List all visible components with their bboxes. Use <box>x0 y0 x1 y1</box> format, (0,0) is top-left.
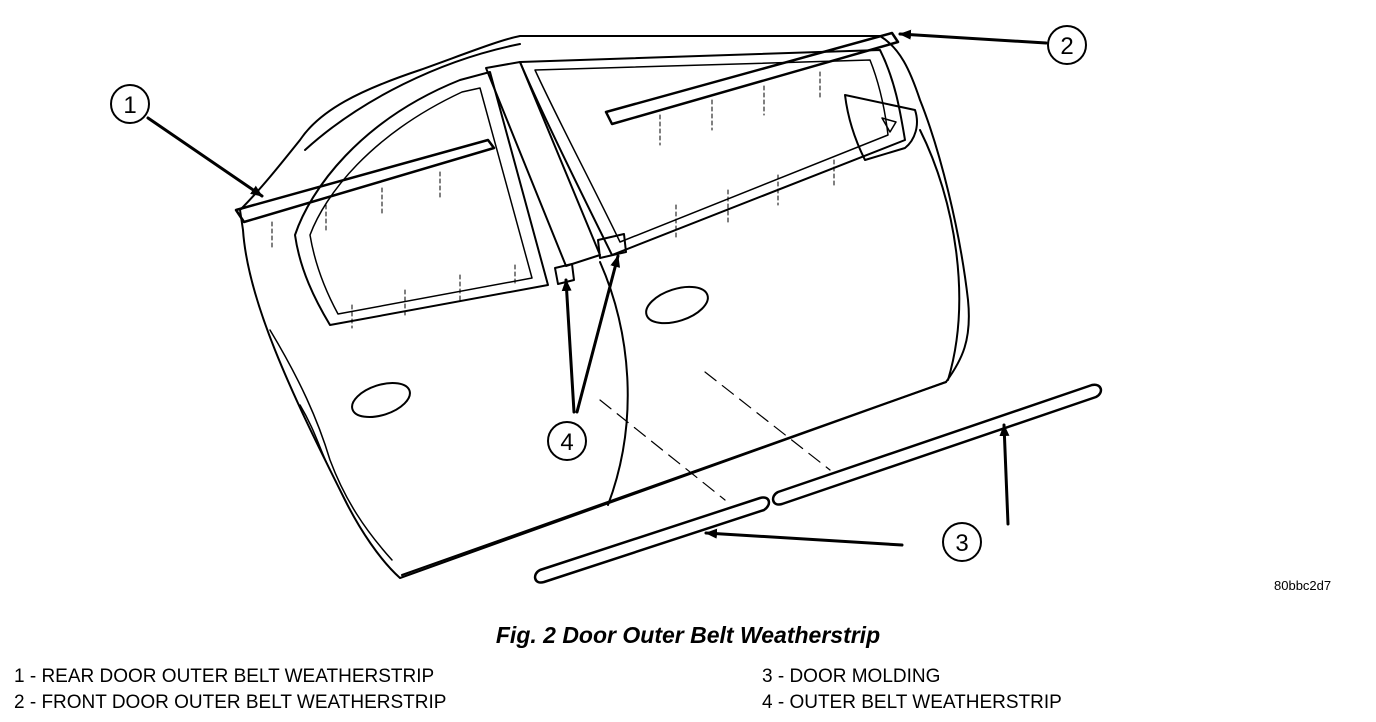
callout-2-circle <box>1047 25 1087 65</box>
front-window-frame <box>519 49 906 256</box>
front-window-inner <box>534 59 889 243</box>
callout-1-label: 1 <box>123 92 136 119</box>
car-body-outline <box>239 35 970 579</box>
b-pillar-weatherstrip-left <box>554 263 575 285</box>
rear-quarter-contour-2 <box>299 404 331 471</box>
callout-2-label: 2 <box>1060 33 1073 60</box>
mirror-hole <box>881 117 897 133</box>
b-pillar-weatherstrip-right <box>597 233 627 259</box>
callout-4-circle <box>547 421 587 461</box>
legend-item-3: 3 - DOOR MOLDING <box>762 666 941 687</box>
front-door-edge <box>919 129 961 381</box>
legend-item-4: 4 - OUTER BELT WEATHERSTRIP <box>762 692 1062 713</box>
callout-1-arrow <box>146 116 264 198</box>
callout-3-label: 3 <box>955 530 968 557</box>
callout-2-arrow <box>898 29 1048 45</box>
legend-item-2: 2 - FRONT DOOR OUTER BELT WEATHERSTRIP <box>14 692 447 713</box>
figure-caption: Fig. 2 Door Outer Belt Weatherstrip <box>495 622 881 648</box>
rear-door-molding <box>533 496 771 584</box>
rear-door-handle <box>351 381 411 419</box>
front-door-handle <box>645 285 709 325</box>
molding-alignment-dashes <box>599 371 831 501</box>
callout-4-label: 4 <box>560 429 573 456</box>
rear-strip-clips <box>271 171 516 329</box>
callout-1-circle <box>110 84 150 124</box>
front-strip-clips <box>659 71 835 241</box>
rear-window-inner <box>309 87 533 315</box>
rear-belt-weatherstrip <box>234 138 496 224</box>
rear-quarter-contour <box>269 329 393 561</box>
door-weatherstrip-diagram: 1 2 3 4 <box>110 25 1103 584</box>
b-pillar <box>485 61 601 267</box>
figure-code: 80bbc2d7 <box>1274 578 1332 593</box>
callout-3-arrow-a <box>704 528 904 547</box>
mirror-mount <box>844 94 918 161</box>
callout-4-arrow-a <box>561 278 576 414</box>
door-sill-line <box>401 381 947 576</box>
front-belt-weatherstrip <box>604 31 900 126</box>
roof-arc <box>304 43 521 151</box>
callout-3-circle <box>942 522 982 562</box>
callout-3-arrow-b <box>999 423 1010 526</box>
callout-4-arrow-b <box>575 254 621 414</box>
legend-item-1: 1 - REAR DOOR OUTER BELT WEATHERSTRIP <box>14 666 435 687</box>
door-seam <box>599 261 629 506</box>
front-door-molding <box>771 383 1103 506</box>
rear-window-frame <box>294 71 549 326</box>
